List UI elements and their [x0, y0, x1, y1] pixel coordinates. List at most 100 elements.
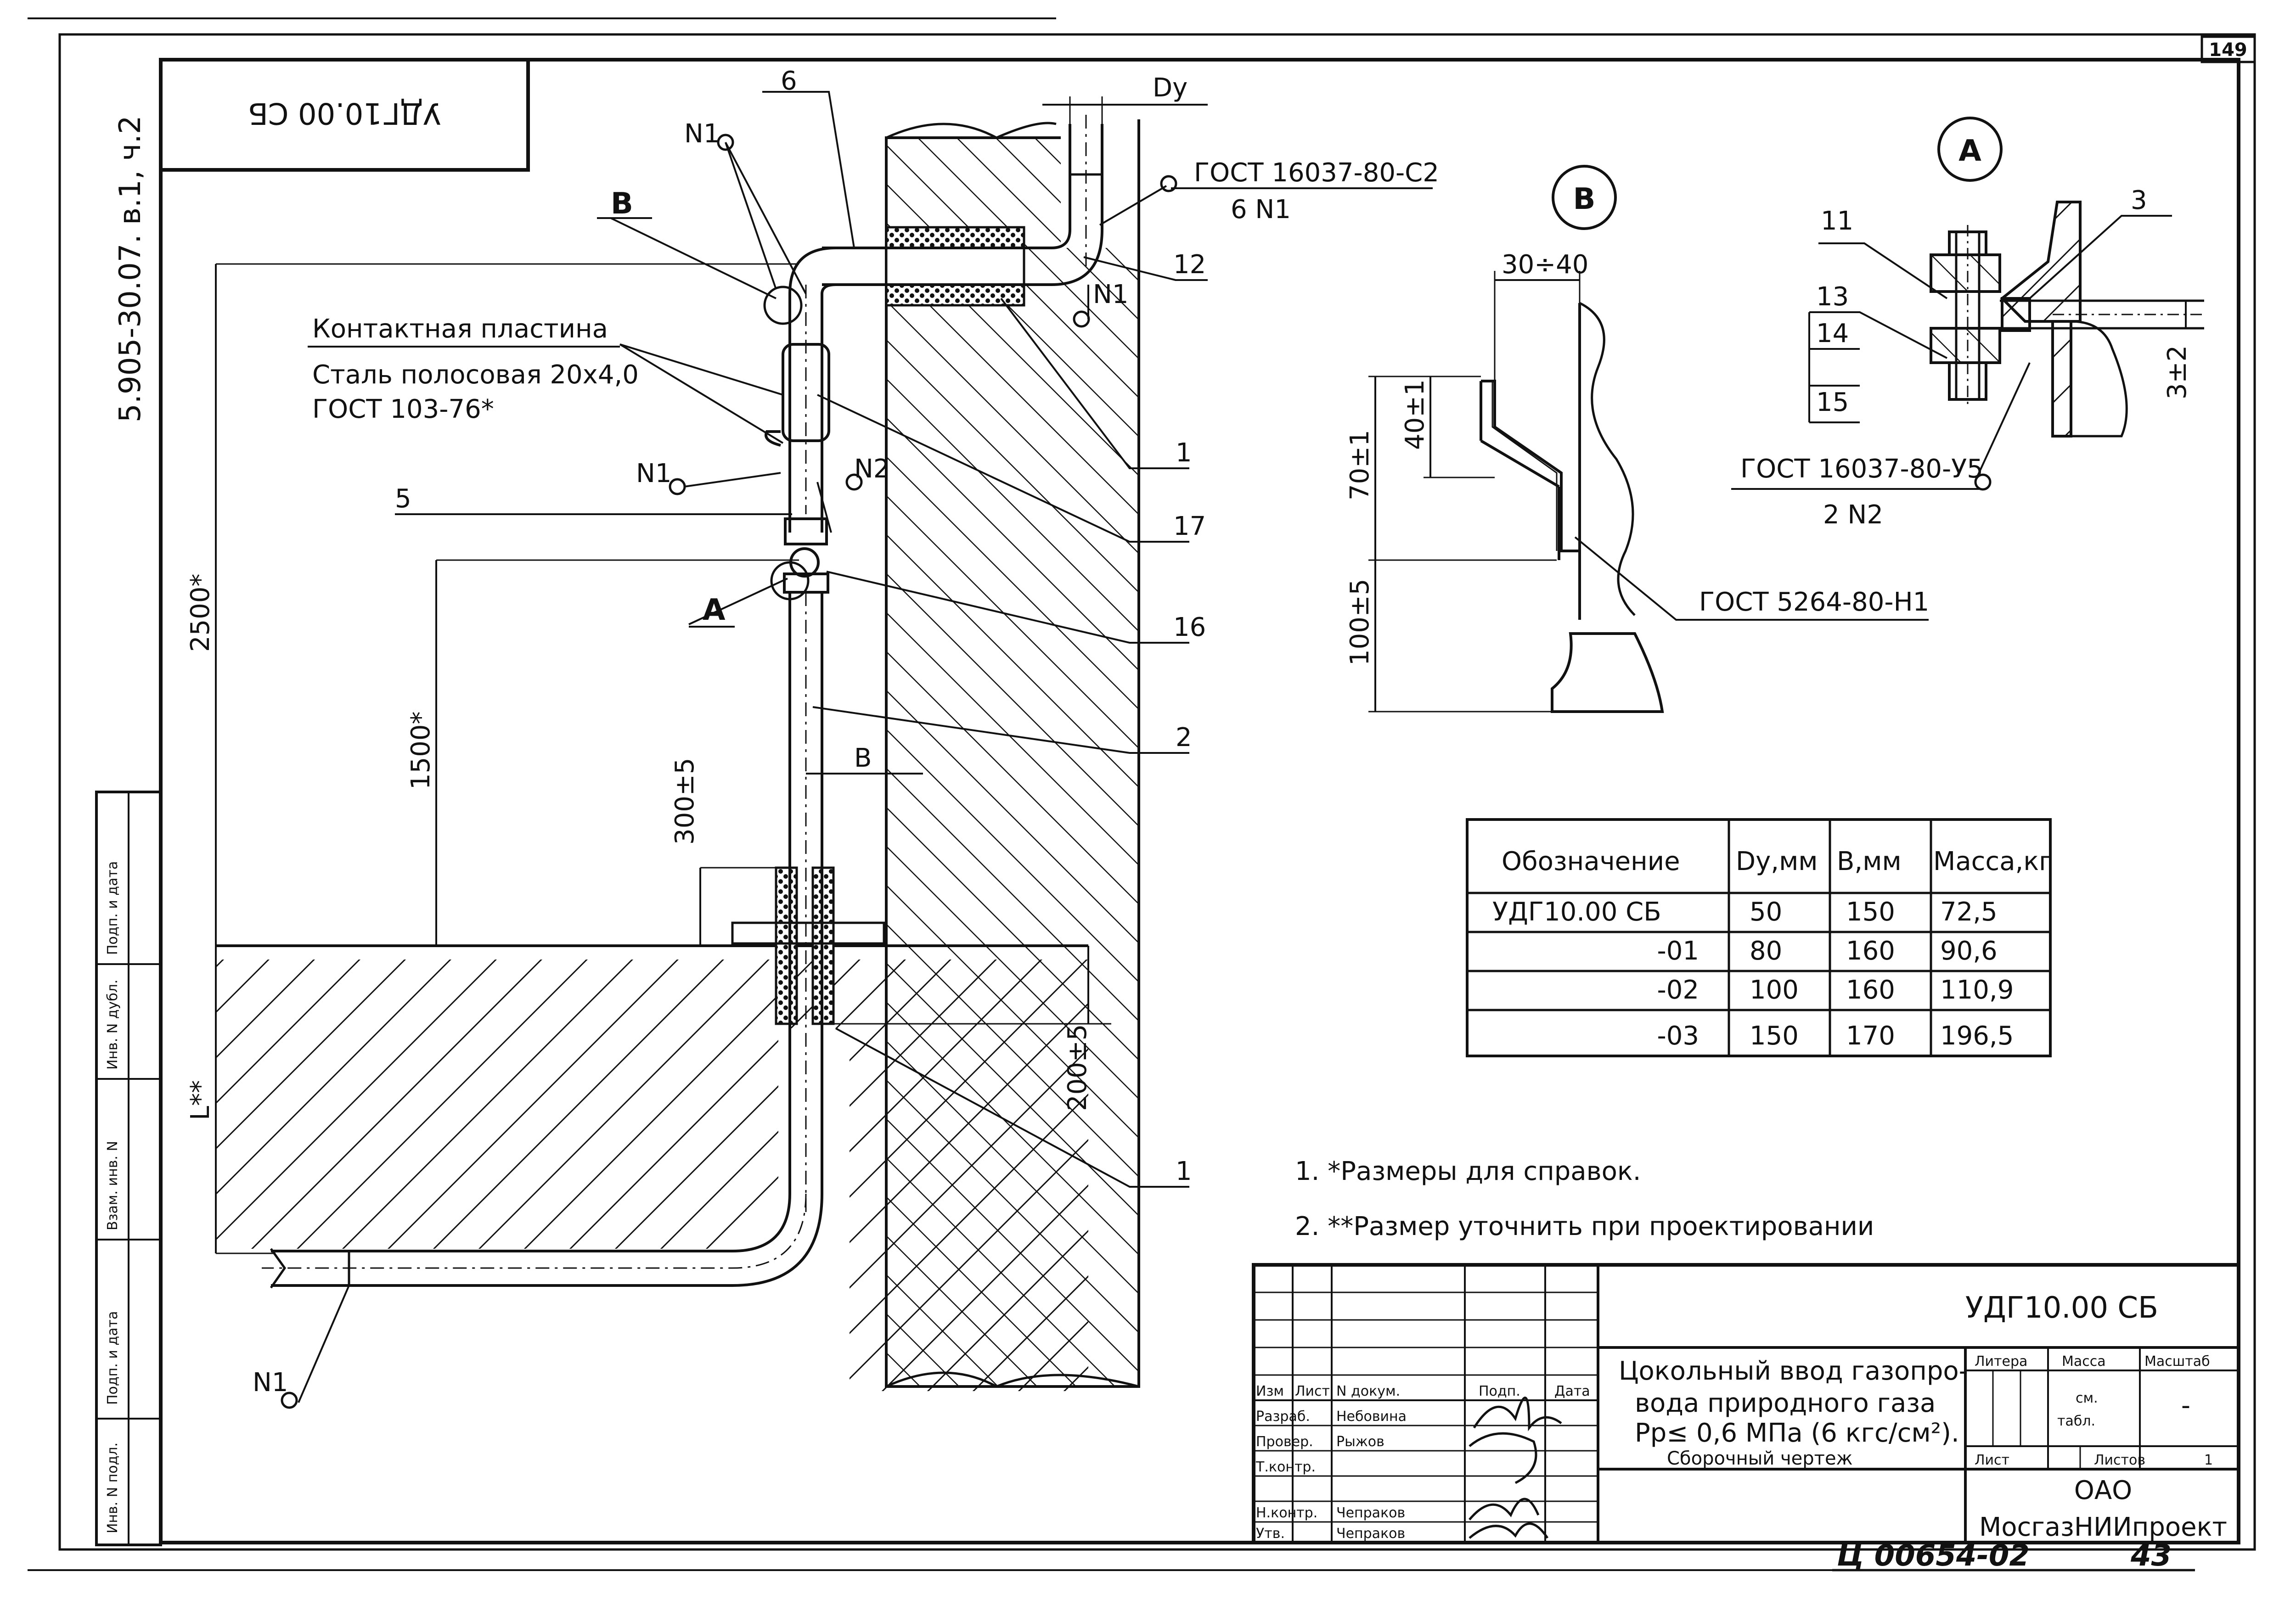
dim-L: L** — [186, 1080, 215, 1120]
callout-11: 11 — [1821, 206, 1853, 236]
stamp-podp-data-2: Подп. и дата — [105, 861, 121, 955]
td-r1-mass: 72,5 — [1940, 897, 1998, 927]
th-b: B,мм — [1837, 847, 1902, 876]
plate-note-3: ГОСТ 103-76* — [312, 394, 494, 424]
callout-15: 15 — [1816, 387, 1849, 417]
tb-name-razrab: Небовина — [1336, 1409, 1407, 1425]
archive-page: 43 — [2130, 1539, 2172, 1573]
view-b-label: B — [1573, 182, 1596, 216]
tb-role-nkontr: Н.контр. — [1256, 1505, 1317, 1521]
tb-col-podp: Подп. — [1479, 1383, 1520, 1399]
tb-col-data: Дата — [1554, 1383, 1590, 1399]
main-assembly-view: 2500* 1500* 300±5 200±5 L** B Dy — [186, 66, 1439, 1409]
weld-markers — [281, 134, 1177, 1409]
callout-6: 6 — [781, 66, 797, 96]
th-dy: Dy,мм — [1736, 847, 1818, 876]
sheet-frame: 149 — [28, 17, 2256, 1571]
th-designation: Обозначение — [1502, 847, 1680, 876]
tb-title-4: Сборочный чертеж — [1667, 1448, 1853, 1469]
gost-5264: ГОСТ 5264-80-Н1 — [1699, 587, 1929, 617]
callout-2: 2 — [1176, 723, 1192, 752]
archive-mark: Ц 00654-02 43 — [1832, 1539, 2195, 1573]
td-r4-des: -03 — [1657, 1021, 1699, 1051]
callout-12: 12 — [1173, 250, 1206, 280]
callout-3: 3 — [2131, 185, 2147, 215]
dim-dy: Dy — [1153, 73, 1187, 103]
tb-title-1: Цокольный ввод газопро- — [1619, 1356, 1968, 1386]
td-r1-b: 150 — [1846, 897, 1895, 927]
note-1: 1. *Размеры для справок. — [1295, 1156, 1641, 1186]
callout-13: 13 — [1816, 282, 1849, 312]
tb-role-prover: Провер. — [1256, 1434, 1313, 1450]
td-r3-dy: 100 — [1750, 975, 1799, 1005]
tb-mass-value-2: табл. — [2057, 1413, 2095, 1429]
sheet-number: 149 — [2209, 39, 2247, 61]
dim-30-40: 30÷40 — [1502, 250, 1588, 280]
tb-col-izm: Изм — [1256, 1383, 1284, 1399]
dim-70: 70±1 — [1345, 430, 1375, 500]
th-mass: Масса,кг — [1933, 847, 2053, 876]
title-block: Изм Лист N докум. Подп. Дата Разраб. Неб… — [1252, 1263, 2240, 1544]
stamp-vzam-inv: Взам. инв. N — [105, 1141, 121, 1230]
view-a-label: A — [1958, 134, 1981, 168]
label-b: B — [611, 187, 633, 221]
callout-leaders — [298, 91, 1208, 1403]
tb-designation: УДГ10.00 СБ — [1965, 1291, 2158, 1325]
tb-scale-label: Масштаб — [2144, 1353, 2210, 1370]
tb-org-2: МосгазНИИпроект — [1979, 1512, 2227, 1542]
label-a: A — [703, 593, 726, 627]
tb-name-prover: Рыжов — [1336, 1434, 1384, 1450]
gost-y5-2: 2 N2 — [1823, 500, 1883, 530]
series-code: 5.905-30.07. в.1, ч.2 — [113, 115, 147, 422]
gost-y5-1: ГОСТ 16037-80-У5 — [1740, 454, 1983, 484]
archive-number: Ц 00654-02 — [1837, 1539, 2030, 1573]
stamp-inv-dubl: Инв. N дубл. — [105, 980, 121, 1070]
weld-n2: N2 — [854, 454, 890, 484]
signatures — [1469, 1397, 1562, 1539]
tb-title-2: вода природного газа — [1635, 1388, 1936, 1418]
weld-n1-top: N1 — [684, 119, 720, 149]
tb-col-ndoc: N докум. — [1336, 1383, 1400, 1399]
tb-name-utv: Чепраков — [1336, 1526, 1405, 1542]
td-r3-b: 160 — [1846, 975, 1895, 1005]
mirrored-code-box: УДГ10.00 СБ — [159, 58, 530, 172]
td-r1-des: УДГ10.00 СБ — [1492, 897, 1661, 927]
td-r4-mass: 196,5 — [1940, 1021, 2014, 1051]
dim-2500: 2500* — [186, 573, 215, 652]
tb-title-3: Pр≤ 0,6 МПа (6 кгс/см²). — [1635, 1418, 1959, 1448]
tb-col-list: Лист — [1295, 1383, 1330, 1399]
td-r2-des: -01 — [1657, 936, 1699, 966]
callout-1-bottom: 1 — [1176, 1156, 1192, 1186]
tb-role-utv: Утв. — [1256, 1526, 1285, 1542]
dim-200: 200±5 — [1063, 1024, 1092, 1111]
tb-mass-value-1: см. — [2076, 1390, 2098, 1406]
td-r2-dy: 80 — [1750, 936, 1782, 966]
weld-n1-mid: N1 — [636, 459, 672, 488]
dim-1500: 1500* — [406, 711, 436, 790]
view-b-detail: B 30÷40 40±1 70±1 100±5 ГОСТ 5264-80-Н1 — [1345, 165, 1929, 713]
tb-litera: Литера — [1975, 1353, 2027, 1370]
dim-b: B — [854, 743, 872, 773]
td-r4-b: 170 — [1846, 1021, 1895, 1051]
td-r3-des: -02 — [1657, 975, 1699, 1005]
callout-5: 5 — [395, 484, 411, 514]
callout-16: 16 — [1173, 612, 1206, 642]
tb-scale-value: - — [2181, 1391, 2190, 1420]
tb-mass-label: Масса — [2062, 1353, 2106, 1370]
side-stamp: Инв. N подл. Подп. и дата Взам. инв. N И… — [95, 791, 162, 1546]
gost-top-2: 6 N1 — [1231, 195, 1291, 225]
dim-100: 100±5 — [1345, 579, 1375, 666]
td-r4-dy: 150 — [1750, 1021, 1799, 1051]
callout-14: 14 — [1816, 319, 1849, 348]
tb-sheet-label: Лист — [1975, 1452, 2009, 1468]
note-2: 2. **Размер уточнить при проектировании — [1295, 1212, 1874, 1241]
dim-3-2: 3±2 — [2162, 345, 2192, 399]
tb-sheets-value: 1 — [2204, 1452, 2213, 1468]
spec-table: Обозначение Dy,мм B,мм Масса,кг УДГ10.00… — [1466, 818, 2053, 1057]
td-r2-b: 160 — [1846, 936, 1895, 966]
tb-org-1: ОАО — [2074, 1476, 2132, 1505]
view-a-detail: A 3±2 11 13 14 15 3 ГОСТ 16037-8 — [1731, 117, 2204, 530]
tb-sheets-label: Листов — [2094, 1452, 2145, 1468]
callout-17: 17 — [1173, 511, 1206, 541]
